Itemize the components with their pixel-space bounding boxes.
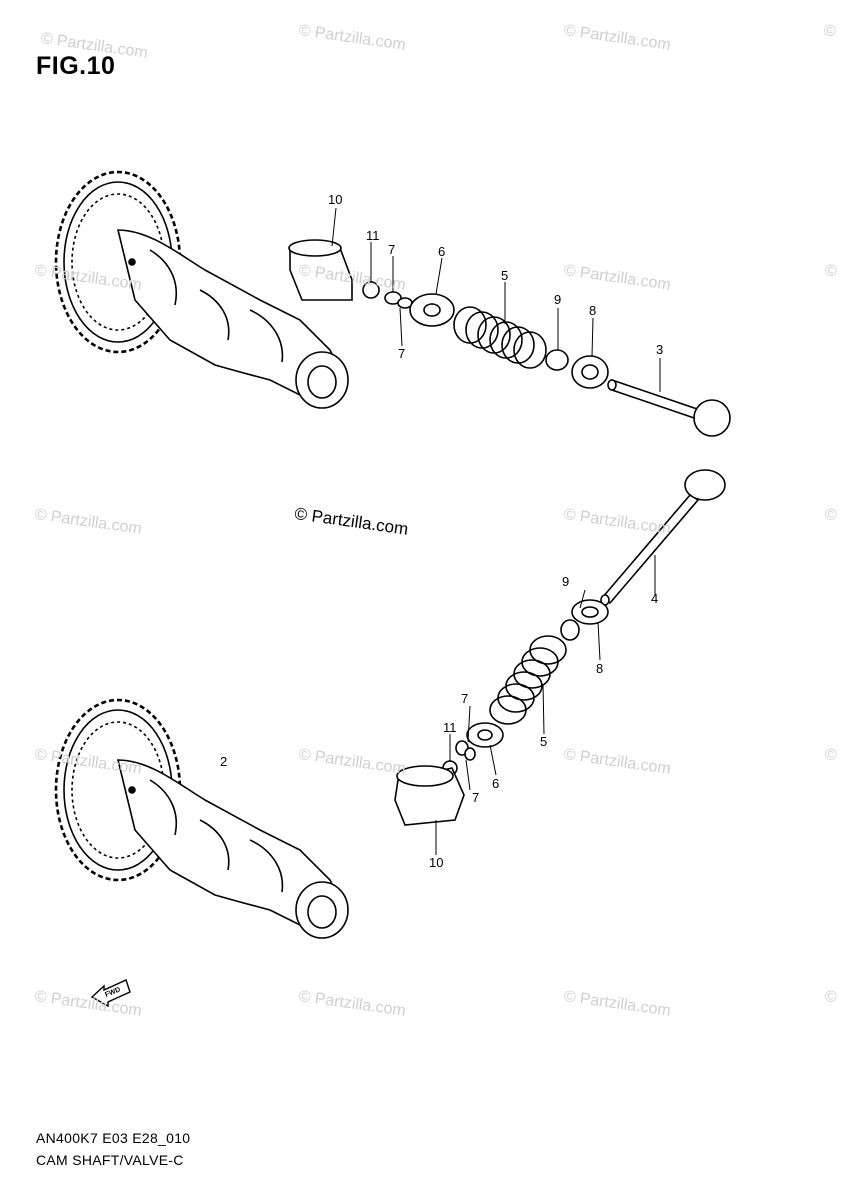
callout-9-top: 9 — [554, 292, 561, 307]
spring-bottom — [489, 635, 567, 725]
callout-6-bottom: 6 — [492, 776, 499, 791]
camshaft-top — [54, 170, 349, 409]
watermark-symbol: © — [823, 506, 838, 525]
callout-6-top: 6 — [438, 244, 445, 259]
callout-8-top: 8 — [589, 303, 596, 318]
callout-5-bottom: 5 — [540, 734, 547, 749]
callout-11-top: 11 — [366, 228, 380, 243]
callout-8-bottom: 8 — [596, 661, 603, 676]
spring-seat-top — [571, 355, 609, 389]
callout-3: 3 — [656, 342, 663, 357]
stem-seal-top — [545, 349, 569, 371]
tappet-bottom — [394, 765, 465, 826]
callout-7-bottom-lower: 7 — [472, 790, 479, 805]
tappet-top — [288, 239, 353, 301]
cam-shaft-body — [116, 229, 346, 401]
callout-7-top: 7 — [388, 242, 395, 257]
watermark-symbol: © — [823, 746, 838, 765]
callout-7-top-lower: 7 — [398, 346, 405, 361]
valve-train-top — [288, 239, 731, 437]
callout-4: 4 — [651, 591, 658, 606]
footer-code: AN400K7 E03 E28_010 — [36, 1130, 191, 1146]
fwd-arrow-icon: FWD — [90, 979, 131, 1008]
callout-10-top: 10 — [328, 192, 342, 207]
valve-exhaust — [600, 469, 726, 606]
callout-10-bottom: 10 — [429, 855, 443, 870]
callout-7-bottom: 7 — [461, 691, 468, 706]
figure-title: FIG.10 — [36, 52, 116, 80]
camshaft-bottom — [54, 698, 349, 939]
retainer-bottom — [466, 722, 504, 748]
spring-top — [453, 306, 547, 369]
callouts: 10 11 7 7 6 5 9 8 3 4 9 8 5 7 11 6 7 10 … — [220, 192, 663, 870]
retainer-top — [409, 293, 455, 327]
cotter-bottom — [455, 740, 476, 761]
watermark-symbol: © — [823, 988, 838, 1007]
leader-lines — [331, 207, 661, 855]
valve-train-bottom — [394, 469, 726, 826]
stem-seal-bottom — [560, 619, 580, 641]
watermark-symbol: © — [823, 262, 838, 281]
valve-intake — [607, 378, 731, 437]
callout-5-top: 5 — [501, 268, 508, 283]
callout-9-bottom: 9 — [562, 574, 569, 589]
watermark-symbol: © — [822, 22, 837, 41]
spring-seat-bottom — [571, 599, 609, 625]
cam-shaft-body-bottom — [116, 759, 346, 931]
footer-name: CAM SHAFT/VALVE-C — [36, 1152, 184, 1168]
callout-11-bottom: 11 — [443, 720, 457, 735]
callout-2: 2 — [220, 754, 227, 769]
cotter-top — [384, 291, 413, 309]
